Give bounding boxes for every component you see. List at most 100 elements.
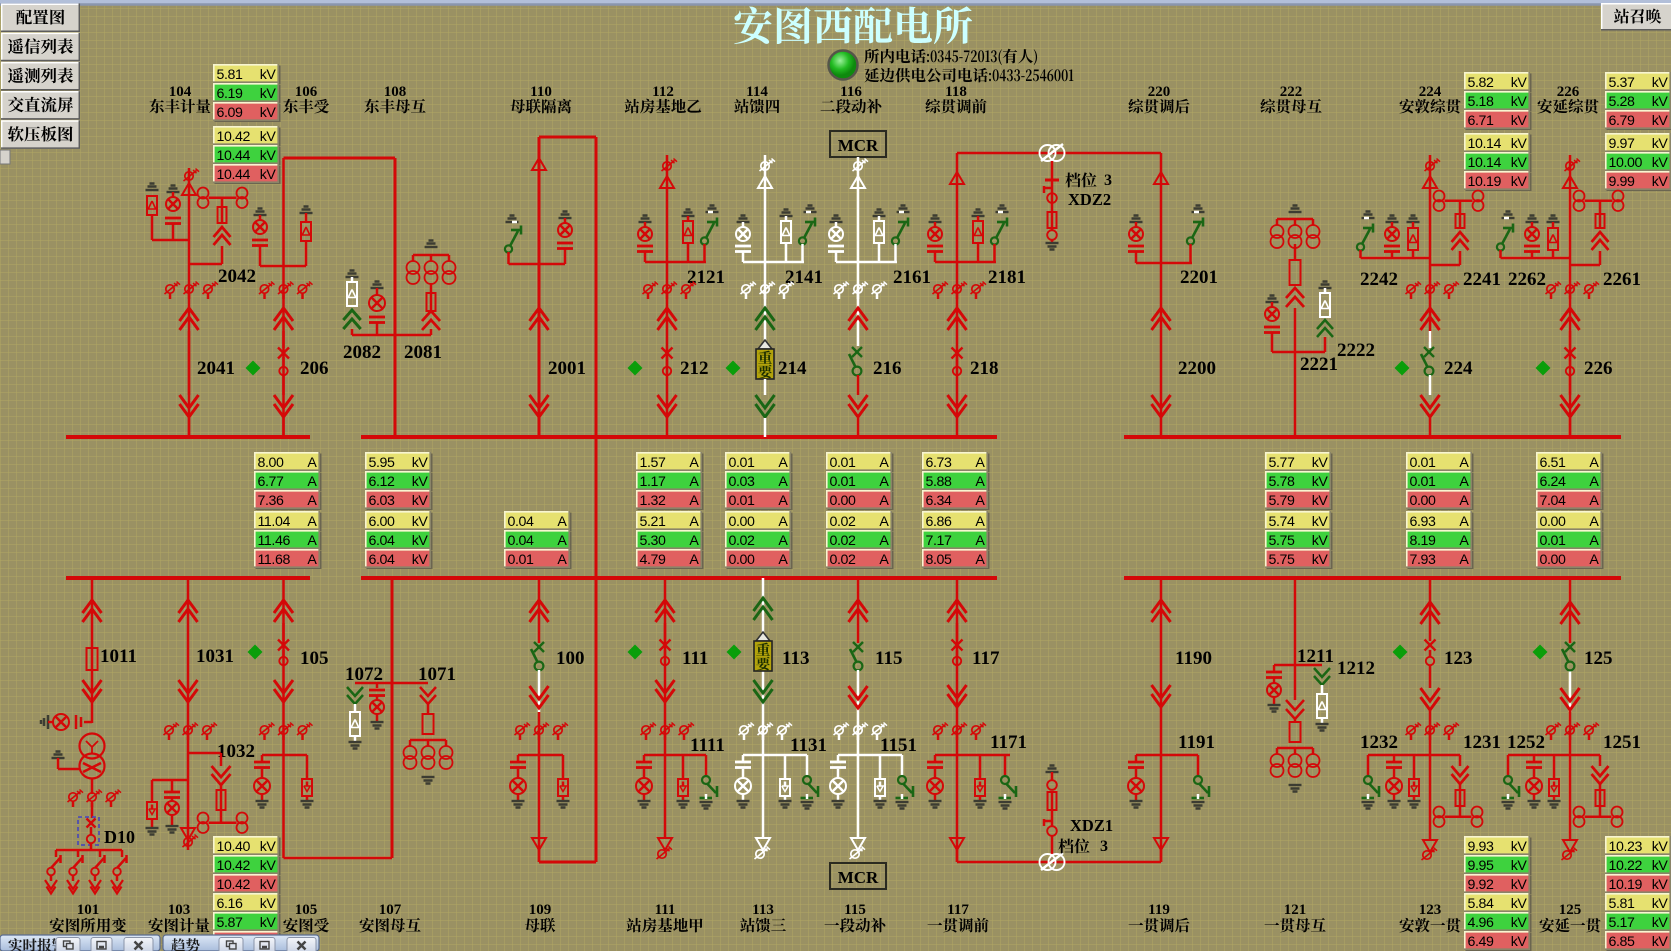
svg-text:10.00: 10.00 (1609, 155, 1643, 171)
svg-text:kV: kV (1511, 896, 1528, 912)
svg-text:110: 110 (530, 84, 552, 100)
svg-text:0.01: 0.01 (508, 552, 535, 568)
svg-text:A: A (1459, 474, 1469, 490)
svg-text:kV: kV (1312, 514, 1329, 530)
svg-text:109: 109 (529, 902, 552, 918)
svg-text:2081: 2081 (404, 342, 442, 363)
svg-text:113: 113 (752, 902, 774, 918)
svg-text:kV: kV (1652, 915, 1669, 931)
svg-text:A: A (1459, 514, 1469, 530)
svg-text:5.79: 5.79 (1269, 493, 1296, 509)
svg-text:kV: kV (1511, 858, 1528, 874)
svg-text:A: A (689, 493, 699, 509)
svg-text:5.37: 5.37 (1609, 75, 1636, 91)
svg-text:kV: kV (1312, 552, 1329, 568)
svg-text:A: A (1459, 455, 1469, 471)
svg-text:111: 111 (682, 648, 708, 669)
svg-text:2200: 2200 (1178, 358, 1216, 379)
svg-text:226: 226 (1584, 358, 1613, 379)
svg-text:kV: kV (1312, 533, 1329, 549)
svg-text:10.14: 10.14 (1468, 155, 1502, 171)
svg-text:kV: kV (1511, 155, 1528, 171)
svg-text:A: A (975, 552, 985, 568)
svg-text:A: A (307, 552, 317, 568)
svg-text:MCR: MCR (838, 868, 879, 887)
svg-text:A: A (689, 474, 699, 490)
svg-text:2141: 2141 (785, 267, 823, 288)
svg-text:206: 206 (300, 358, 329, 379)
svg-text:216: 216 (873, 358, 902, 379)
svg-text:kV: kV (260, 129, 277, 145)
svg-text:kV: kV (1652, 877, 1669, 893)
svg-text:114: 114 (746, 84, 768, 100)
svg-text:5.87: 5.87 (217, 915, 244, 931)
svg-text:5.95: 5.95 (369, 455, 396, 471)
svg-text:A: A (778, 552, 788, 568)
svg-text:222: 222 (1280, 84, 1303, 100)
svg-text:212: 212 (680, 358, 709, 379)
svg-text:0.01: 0.01 (729, 493, 756, 509)
svg-text:6.09: 6.09 (217, 105, 244, 121)
svg-text:A: A (307, 514, 317, 530)
svg-text:XDZ1: XDZ1 (1070, 816, 1113, 835)
svg-text:10.14: 10.14 (1468, 136, 1502, 152)
svg-text:2041: 2041 (197, 358, 235, 379)
svg-text:kV: kV (1312, 493, 1329, 509)
svg-text:2221: 2221 (1300, 354, 1338, 375)
svg-text:1251: 1251 (1603, 732, 1641, 753)
svg-text:8.00: 8.00 (258, 455, 285, 471)
svg-text:125: 125 (1559, 902, 1582, 918)
svg-text:3: 3 (1104, 172, 1112, 189)
svg-text:0.00: 0.00 (1540, 514, 1567, 530)
svg-text:5.18: 5.18 (1468, 94, 1495, 110)
svg-text:kV: kV (1312, 455, 1329, 471)
svg-text:117: 117 (972, 648, 1000, 669)
svg-text:5.81: 5.81 (1609, 896, 1636, 912)
svg-text:111: 111 (655, 902, 676, 918)
svg-text:A: A (879, 514, 889, 530)
svg-text:10.23: 10.23 (1609, 839, 1643, 855)
svg-text:1011: 1011 (100, 646, 137, 667)
svg-text:A: A (778, 474, 788, 490)
svg-text:103: 103 (168, 902, 191, 918)
svg-text:5.74: 5.74 (1269, 514, 1296, 530)
svg-text:kV: kV (1511, 934, 1528, 950)
svg-text:10.44: 10.44 (217, 148, 251, 164)
svg-text:kV: kV (1312, 474, 1329, 490)
svg-text:kV: kV (412, 533, 429, 549)
svg-text:116: 116 (840, 84, 862, 100)
svg-text:224: 224 (1444, 358, 1473, 379)
svg-text:214: 214 (778, 358, 807, 379)
svg-text:kV: kV (260, 148, 277, 164)
svg-text:0.00: 0.00 (729, 514, 756, 530)
svg-text:A: A (879, 455, 889, 471)
svg-text:kV: kV (1652, 136, 1669, 152)
svg-text:1211: 1211 (1297, 646, 1334, 667)
svg-text:0.04: 0.04 (508, 533, 535, 549)
svg-text:A: A (975, 455, 985, 471)
svg-text:kV: kV (260, 896, 277, 912)
svg-text:6.49: 6.49 (1468, 934, 1495, 950)
svg-text:XDZ2: XDZ2 (1068, 190, 1111, 209)
svg-text:kV: kV (260, 167, 277, 183)
svg-text:0.01: 0.01 (830, 455, 857, 471)
svg-text:A: A (778, 514, 788, 530)
svg-text:kV: kV (412, 493, 429, 509)
svg-text:kV: kV (1652, 174, 1669, 190)
svg-text:115: 115 (875, 648, 902, 669)
svg-text:kV: kV (260, 858, 277, 874)
svg-text:5.78: 5.78 (1269, 474, 1296, 490)
svg-text:7.04: 7.04 (1540, 493, 1567, 509)
svg-text:kV: kV (260, 67, 277, 83)
svg-text:1.32: 1.32 (640, 493, 667, 509)
svg-text:kV: kV (1511, 113, 1528, 129)
svg-text:9.97: 9.97 (1609, 136, 1636, 152)
svg-text:10.42: 10.42 (217, 129, 251, 145)
svg-text:2222: 2222 (1337, 340, 1375, 361)
svg-text:0.02: 0.02 (830, 552, 857, 568)
svg-text:A: A (689, 533, 699, 549)
svg-text:10.42: 10.42 (217, 858, 251, 874)
svg-text:A: A (975, 533, 985, 549)
svg-text:1191: 1191 (1178, 732, 1215, 753)
svg-text:6.04: 6.04 (369, 533, 396, 549)
